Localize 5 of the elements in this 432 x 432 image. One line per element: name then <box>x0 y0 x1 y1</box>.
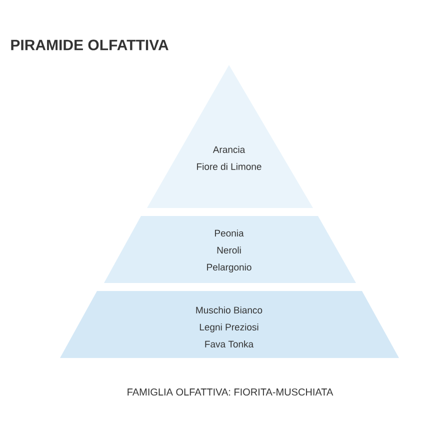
pyramid-tier: Muschio Bianco Legni Preziosi Fava Tonka <box>60 291 399 358</box>
heading: PIRAMIDE OLFATTIVA <box>11 40 168 50</box>
pyramid-tier: Peonia Neroli Pelargonio <box>104 216 356 283</box>
caption: FAMIGLIA OLFATTIVA: FIORITA-MUSCHIATA <box>128 388 334 396</box>
pyramid-tier: Arancia Fiore di Limone <box>147 65 313 208</box>
